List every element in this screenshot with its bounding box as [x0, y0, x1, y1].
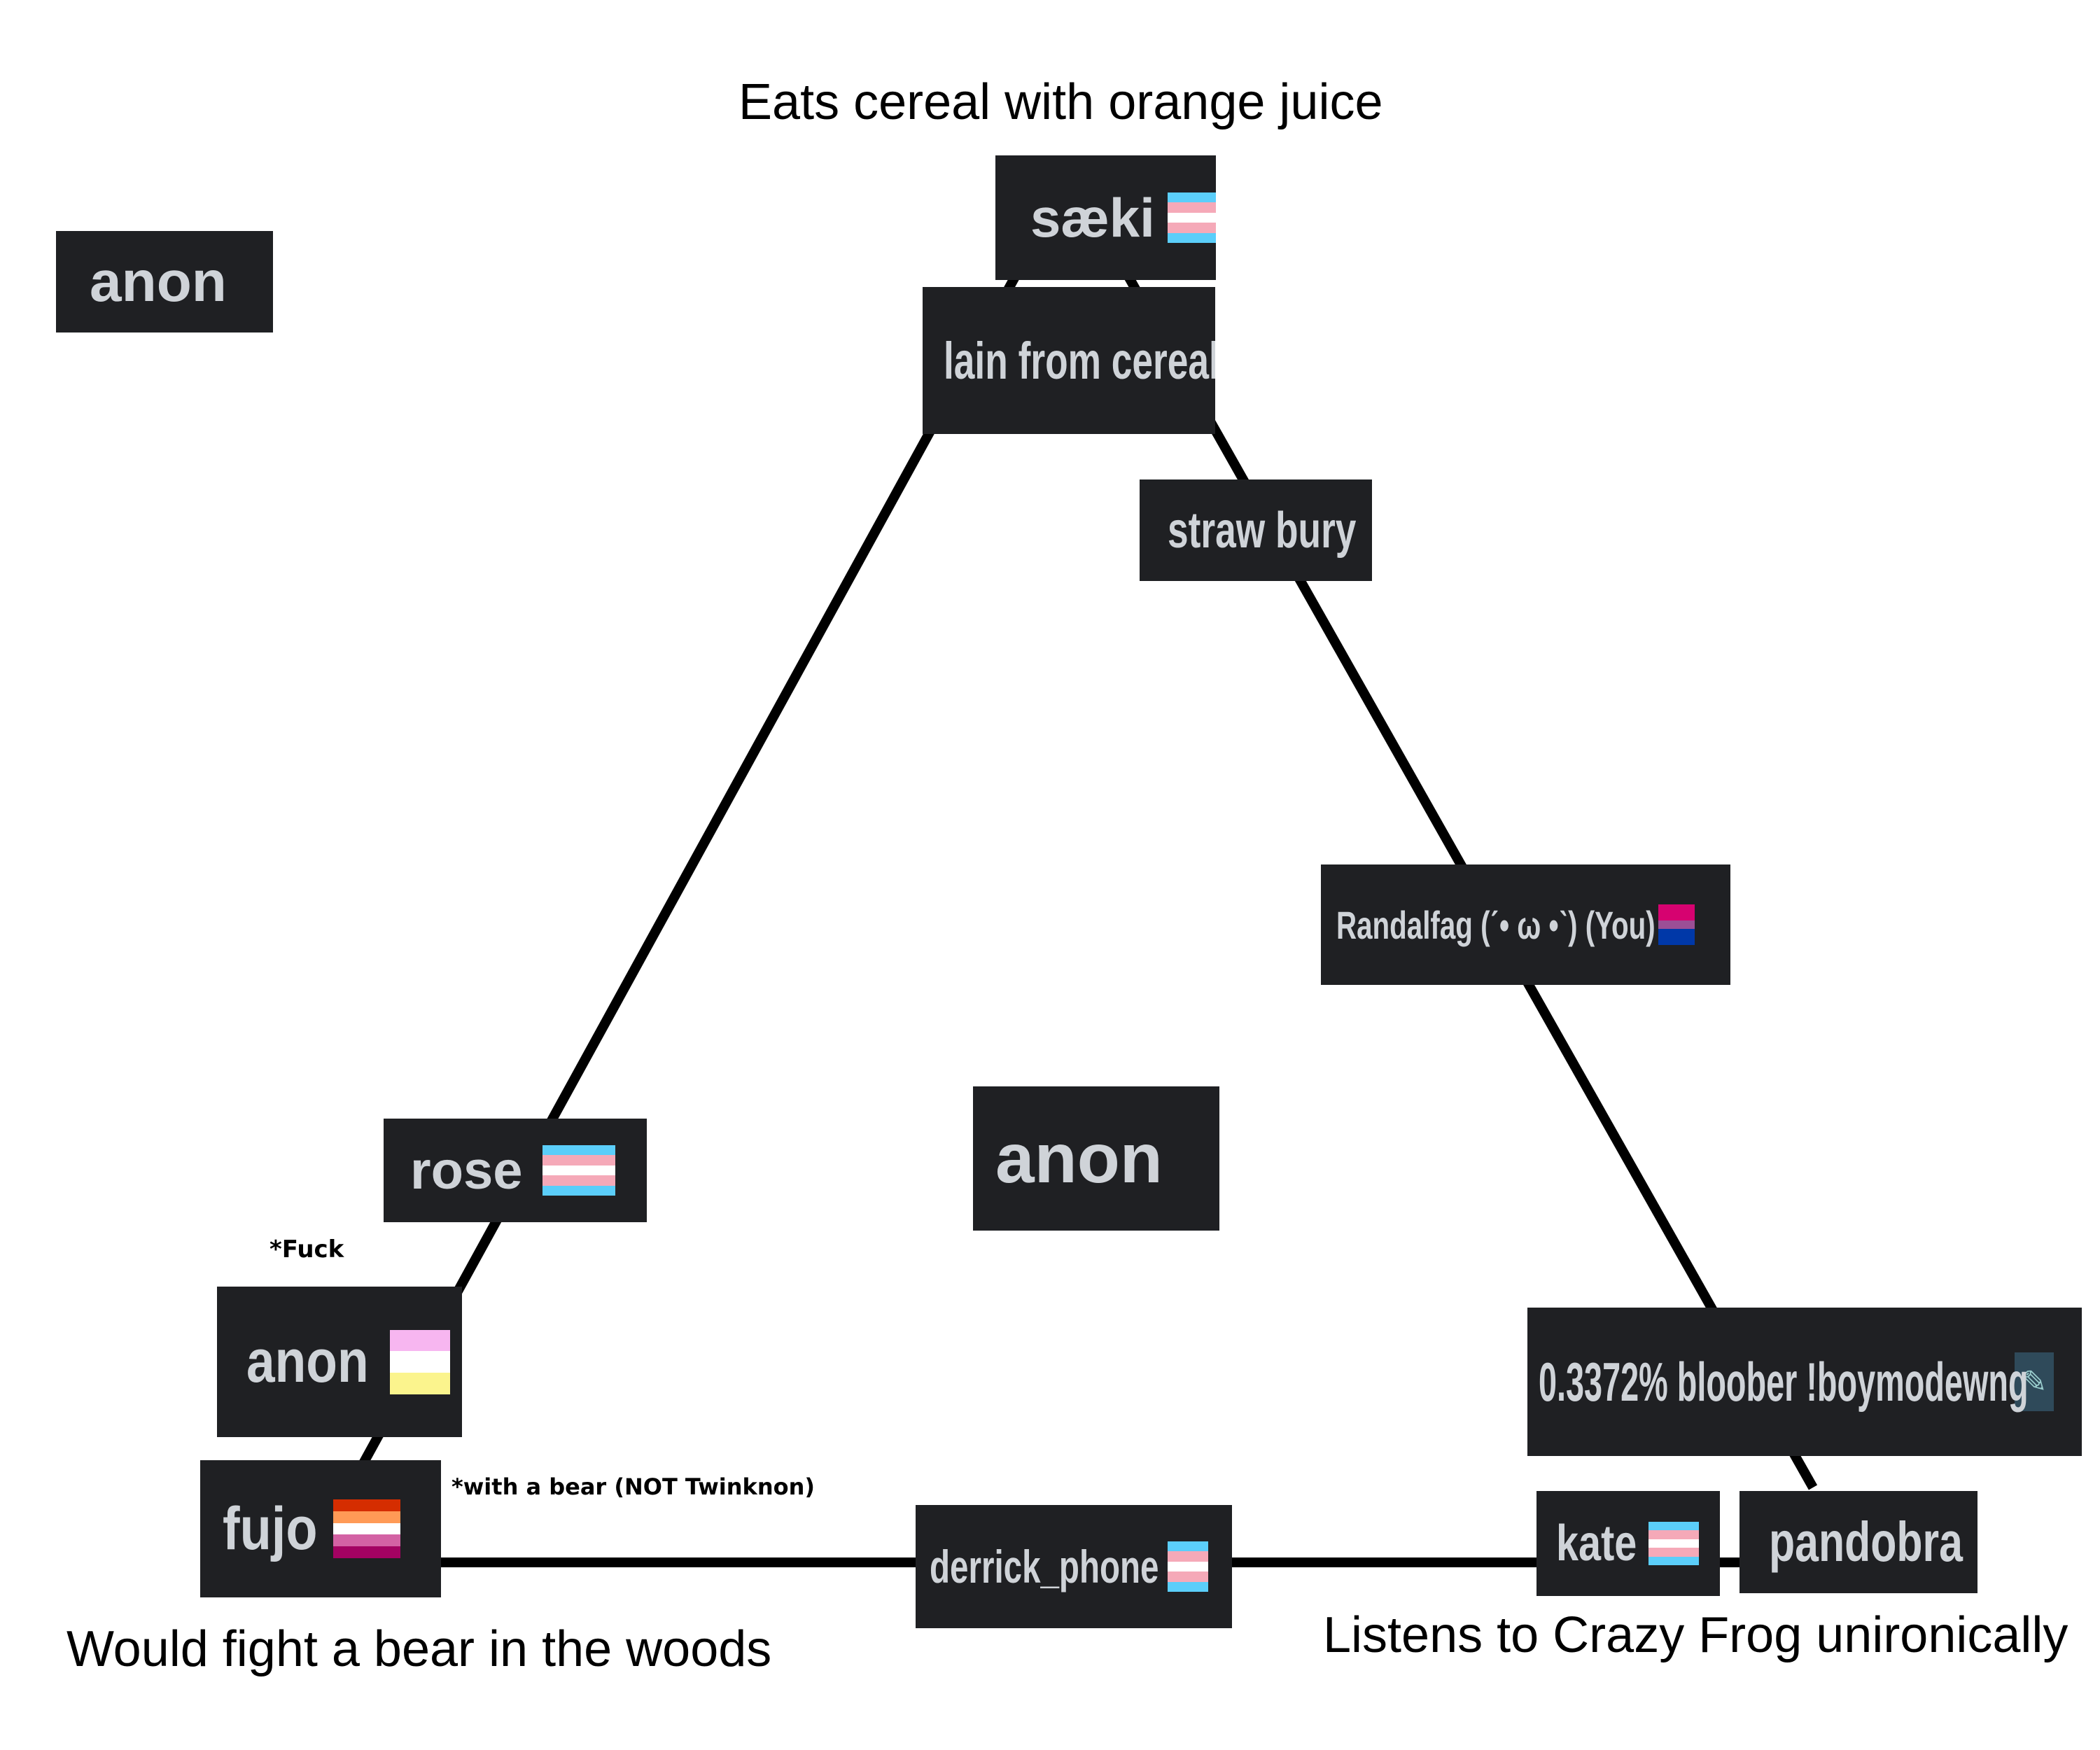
tag-saeki: sæki: [995, 155, 1216, 280]
tag-label: anon: [90, 249, 227, 314]
pastel-flag-icon: [390, 1329, 451, 1394]
trans-flag-icon: [1167, 192, 1216, 244]
tag-label: sæki: [1030, 186, 1155, 248]
tag-fujo: fujo: [200, 1460, 441, 1597]
tag-label: Randalfag (ˊ• ω •ˋ) (You): [1336, 902, 1656, 947]
tag-label: straw bury: [1168, 502, 1357, 559]
tag-pandobra: pandobra: [1740, 1491, 1977, 1593]
tag-bloober: 0.3372% bloober !boymodewng ✎: [1527, 1308, 2082, 1456]
caption-top: Eats cereal with orange juice: [738, 74, 1383, 130]
trans-flag-icon: [1168, 1541, 1208, 1592]
trans-flag-icon: [542, 1145, 615, 1196]
tag-strawbury: straw bury: [1140, 479, 1372, 581]
tag-label: rose: [410, 1140, 523, 1200]
tag-randalfag: Randalfag (ˊ• ω •ˋ) (You): [1321, 864, 1730, 985]
tag-label: lain from cereal: [944, 331, 1215, 390]
tag-label: derrick_phone: [930, 1541, 1159, 1592]
tag-label: kate: [1556, 1516, 1637, 1572]
tag-derrick: derrick_phone: [916, 1505, 1232, 1628]
tag-label: pandobra: [1769, 1511, 1963, 1573]
bi-flag-icon: [1658, 904, 1695, 945]
tag-label: 0.3372% bloober !boymodewng: [1539, 1350, 2029, 1413]
caption-bottom-right: Listens to Crazy Frog unironically: [1323, 1607, 2068, 1663]
caption-bottom-left: Would fight a bear in the woods: [66, 1621, 772, 1677]
tag-anon-left: anon: [217, 1287, 462, 1437]
tag-anon-center: anon: [973, 1086, 1219, 1231]
trans-flag-icon: [1648, 1522, 1700, 1566]
tag-lain: lain from cereal: [923, 287, 1215, 434]
tag-rose: rose: [384, 1119, 647, 1222]
tag-label: anon: [246, 1328, 369, 1395]
tag-anon-top-left: anon: [56, 231, 273, 332]
tag-label: anon: [995, 1119, 1163, 1198]
note-bear: *with a bear (NOT Twinknon): [451, 1474, 815, 1500]
lesbian-flag-icon: [332, 1499, 400, 1558]
tag-label: fujo: [223, 1494, 318, 1562]
tag-kate: kate: [1536, 1491, 1720, 1596]
note-fuck: *Fuck: [270, 1236, 344, 1264]
pencil-icon: ✎: [2015, 1352, 2054, 1411]
